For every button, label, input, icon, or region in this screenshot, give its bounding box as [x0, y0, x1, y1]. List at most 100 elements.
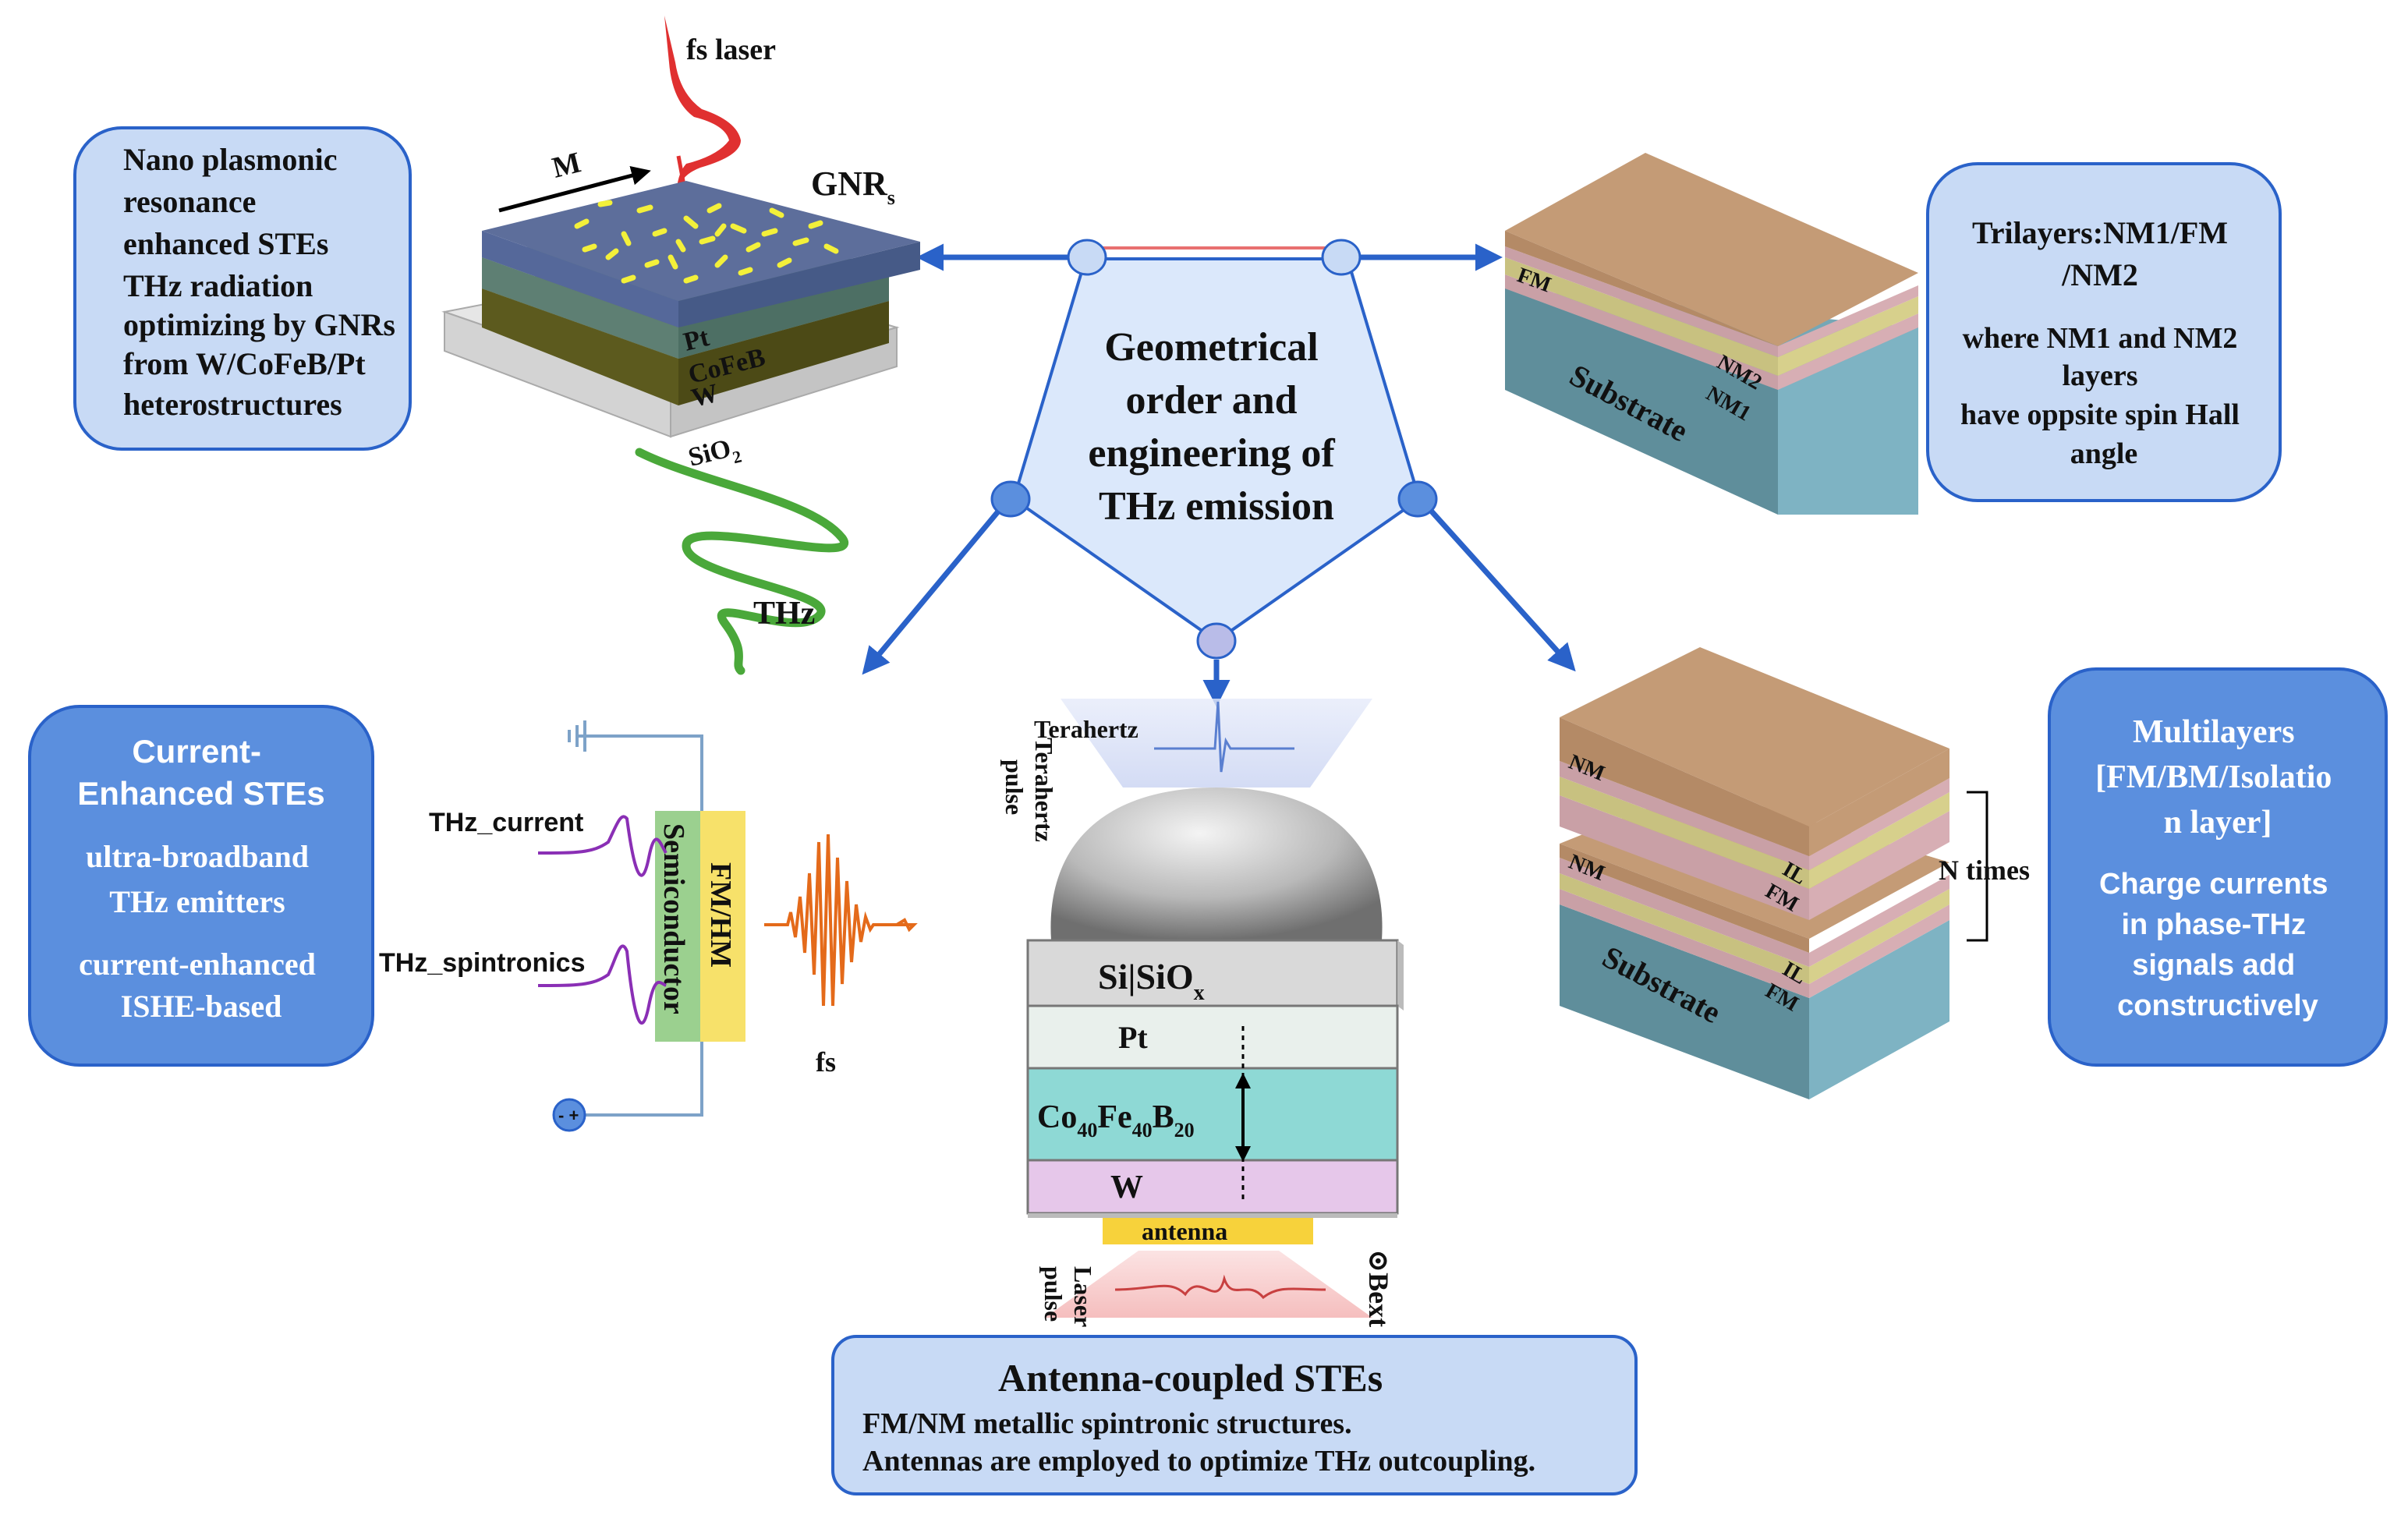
antenna-line-2: Antennas are employed to optimize THz ou…	[862, 1445, 1535, 1478]
battery-icon	[552, 1098, 586, 1132]
current-line-1: Current-	[132, 733, 261, 770]
fs-pulse-wave	[764, 834, 918, 1007]
gnr-label: GNRs	[811, 165, 895, 209]
terahertz-label: Terahertz	[1030, 738, 1058, 842]
terahertz-pulse-wave	[1154, 701, 1294, 773]
fs-laser-pulse	[664, 16, 741, 218]
vertex-left	[990, 480, 1031, 518]
trilayer-box-text: Trilayers:NM1/FM /NM2 where NM1 and NM2 …	[1960, 215, 2247, 470]
fmhm-layer	[700, 811, 745, 1042]
layer-stack	[1026, 939, 1404, 1244]
battery-label: - +	[558, 1106, 579, 1125]
trilayer-line-2: /NM2	[2061, 257, 2138, 292]
fmhm-label: FM/HM	[704, 862, 737, 968]
trilayer-line-1: Trilayers:NM1/FM	[1972, 215, 2228, 250]
multilayer-diagram: NM IL FM NM IL FM Substrate N times	[1560, 647, 2030, 1099]
gnr-particles	[574, 200, 839, 284]
nano-box: Nano plasmonic resonance enhanced STEs T…	[73, 126, 412, 451]
current-line-3: ultra-broadband	[86, 839, 309, 874]
multilayer-box-body: Charge currents in phase-THz signals add…	[2099, 868, 2336, 1022]
nano-line-3: enhanced STEs	[123, 226, 328, 261]
thz-spintronics-label: THz_spintronics	[379, 948, 585, 978]
gnr-stack-diagram: fs laser	[441, 16, 920, 675]
trilayer-box: Trilayers:NM1/FM /NM2 where NM1 and NM2 …	[1926, 162, 2282, 502]
nano-line-1: Nano plasmonic	[123, 142, 338, 177]
multilayer-title-1: Multilayers	[2133, 714, 2295, 750]
laser-pulse-wave	[1114, 1274, 1326, 1300]
si-sio-label: Si|SiOx	[1098, 957, 1205, 1005]
bext-label: ⊙Bext	[1363, 1249, 1394, 1327]
silicon-lens	[1050, 788, 1383, 940]
nano-line-2: resonance	[123, 184, 256, 219]
ground-symbol	[568, 720, 586, 752]
current-line-4: THz emitters	[109, 884, 285, 919]
vertex-right	[1397, 480, 1438, 518]
vertex-top-right	[1321, 239, 1362, 276]
arrow-to-current	[862, 509, 1000, 675]
current-line-2: Enhanced STEs	[77, 775, 324, 812]
pulse-label-top: pulse	[1000, 759, 1029, 815]
cofeb-composition-label: Co40Fe40B20	[1037, 1099, 1195, 1142]
multilayer-body-3: signals add	[2132, 949, 2295, 982]
arrow-to-multilayer	[1429, 509, 1576, 672]
thz-current-label: THz_current	[429, 808, 583, 837]
multilayer-title-2: [FM/BM/Isolatio	[2095, 759, 2332, 795]
magnetization-arrow	[498, 166, 651, 213]
nano-line-5: optimizing by GNRs	[123, 307, 395, 342]
fs-label: fs	[816, 1046, 836, 1078]
laser-label: Laser	[1069, 1266, 1097, 1327]
connector-arrows	[862, 243, 1576, 707]
current-box: Current- Enhanced STEs ultra-broadband T…	[28, 705, 374, 1067]
antenna-diagram: Terahertz Terahertz pulse Si|SiOx Pt Co4…	[1000, 699, 1404, 1327]
thz-current-wave	[537, 815, 668, 877]
nano-line-4: THz radiation	[123, 268, 313, 303]
vertex-bottom	[1196, 622, 1237, 660]
nano-line-6: from W/CoFeB/Pt	[123, 346, 366, 381]
antenna-box-title: Antenna-coupled STEs	[998, 1356, 1383, 1400]
multilayer-body-2: in phase-THz	[2121, 908, 2305, 941]
trilayer-line-4: layers	[2062, 359, 2137, 392]
center-title: Geometrical order and engineering of THz…	[1088, 325, 1344, 529]
multilayer-title-3: n layer]	[2164, 805, 2272, 841]
center-pentagon: Geometrical order and engineering of THz…	[990, 239, 1438, 660]
center-line-2: order and	[1125, 378, 1297, 423]
m-label: M	[549, 146, 584, 184]
n-times-label: N times	[1939, 855, 2030, 886]
current-line-6: ISHE-based	[121, 989, 282, 1024]
antenna-strip	[1103, 1218, 1313, 1244]
antenna-box-body: FM/NM metallic spintronic structures. An…	[862, 1407, 1535, 1478]
antenna-label: antenna	[1142, 1217, 1227, 1245]
antenna-pt-label: Pt	[1118, 1020, 1148, 1055]
trilayer-line-3: where NM1 and NM2	[1963, 322, 2238, 355]
center-line-3: engineering of	[1088, 431, 1335, 476]
n-times-bracket	[1967, 791, 1988, 942]
trilayer-line-5: have oppsite spin Hall	[1960, 398, 2240, 431]
nano-line-7: heterostructures	[123, 387, 342, 422]
current-diagram: - + Semiconductor FM/HM THz_current THz_…	[379, 720, 918, 1132]
trilayer-line-6: angle	[2070, 437, 2138, 470]
center-line-4: THz emission	[1099, 484, 1334, 529]
vertex-top-left	[1067, 239, 1107, 276]
current-line-5: current-enhanced	[79, 947, 316, 982]
nano-box-text: Nano plasmonic resonance enhanced STEs T…	[123, 142, 403, 422]
thz-label: THz	[753, 596, 815, 632]
multilayer-box: Multilayers [FM/BM/Isolatio n layer] Cha…	[2048, 667, 2388, 1067]
trilayer-diagram: FM NM2 NM1 Substrate	[1505, 153, 1918, 515]
current-box-title: Current- Enhanced STEs	[77, 733, 324, 812]
laser-pulse-label: pulse	[1039, 1266, 1068, 1322]
antenna-line-1: FM/NM metallic spintronic structures.	[862, 1407, 1352, 1440]
thz-spintronics-wave	[537, 944, 667, 1025]
center-line-1: Geometrical	[1104, 325, 1318, 370]
antenna-w-label: W	[1110, 1170, 1143, 1205]
multilayer-box-title: Multilayers [FM/BM/Isolatio n layer]	[2095, 714, 2340, 841]
semiconductor-label: Semiconductor	[657, 823, 690, 1014]
fs-laser-label: fs laser	[686, 34, 776, 66]
antenna-box: Antenna-coupled STEs FM/NM metallic spin…	[831, 1335, 1638, 1495]
multilayer-body-4: constructively	[2117, 989, 2318, 1022]
current-box-body: ultra-broadband THz emitters current-enh…	[79, 839, 324, 1024]
terahertz-pulse-label: Terahertz	[1034, 715, 1138, 743]
multilayer-body-1: Charge currents	[2099, 868, 2328, 901]
thz-wave	[635, 448, 849, 675]
